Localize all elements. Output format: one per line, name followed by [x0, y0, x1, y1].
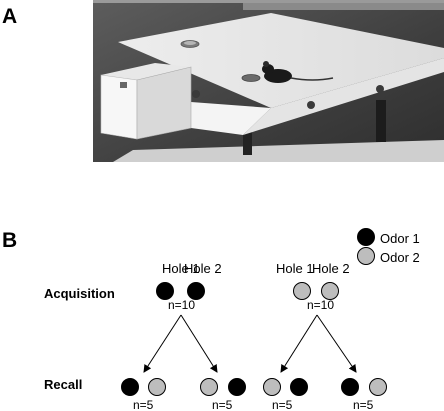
recall-b-hole1-odor2 [200, 378, 218, 396]
recall-d-hole1-odor1 [341, 378, 359, 396]
acq-right-hole1-odor2 [293, 282, 311, 300]
hole-2-label-left: Hole 2 [184, 261, 222, 276]
hole-1-label-left: Hole 1 [162, 261, 200, 276]
acq-left-hole2-odor1 [187, 282, 205, 300]
hole-1-label-right: Hole 1 [276, 261, 314, 276]
legend: Odor 1 Odor 2 [357, 228, 420, 265]
recall-label: Recall [44, 377, 82, 392]
legend-odor2-swatch [357, 247, 375, 265]
arrow-left-to-recall-2 [180, 314, 218, 373]
recall-a-hole1-odor1 [121, 378, 139, 396]
acq-right-hole2-odor2 [321, 282, 339, 300]
acq-left-hole1-odor1 [156, 282, 174, 300]
acq-count-right: n=10 [307, 298, 334, 312]
arrow-left-to-recall-1 [143, 314, 182, 373]
recall-b-hole2-odor1 [228, 378, 246, 396]
recall-a-hole2-odor2 [148, 378, 166, 396]
panel-a-label: A [2, 5, 18, 28]
legend-odor2-label: Odor 2 [380, 250, 420, 265]
experiment-apparatus-photo [93, 0, 444, 162]
legend-odor1-swatch [357, 228, 375, 246]
legend-odor1-label: Odor 1 [380, 231, 420, 246]
acquisition-label: Acquisition [44, 286, 115, 301]
recall-c-hole1-odor2 [263, 378, 281, 396]
recall-count-a: n=5 [133, 398, 154, 411]
acq-count-left: n=10 [168, 298, 195, 312]
recall-count-d: n=5 [353, 398, 374, 411]
recall-count-c: n=5 [272, 398, 293, 411]
recall-c-hole2-odor1 [290, 378, 308, 396]
recall-d-hole2-odor2 [369, 378, 387, 396]
arrow-right-to-recall-2 [316, 314, 357, 373]
hole-2-label-right: Hole 2 [312, 261, 350, 276]
arrow-right-to-recall-1 [280, 314, 318, 373]
panel-b-label: B [2, 229, 18, 252]
recall-count-b: n=5 [212, 398, 233, 411]
